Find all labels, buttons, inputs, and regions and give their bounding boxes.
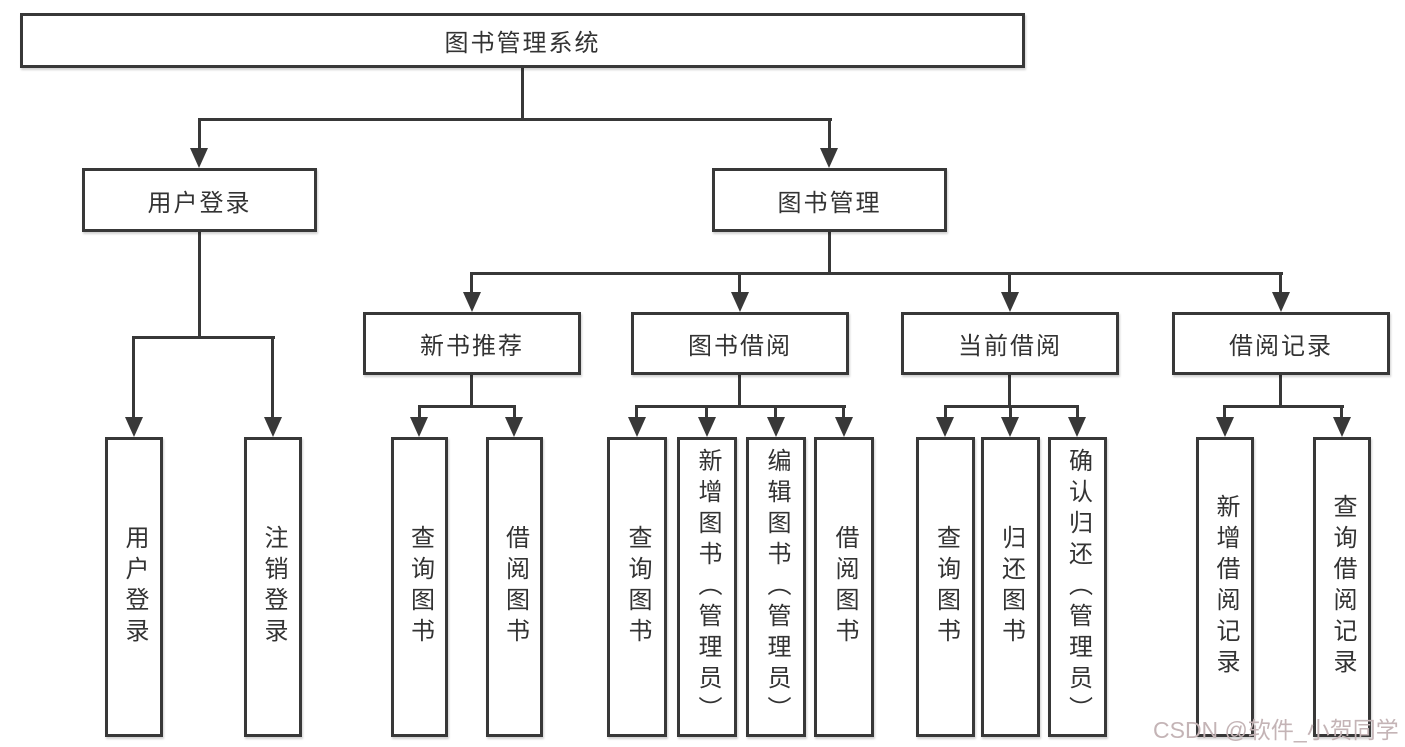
node-label: 归还图书	[997, 525, 1025, 649]
arrow-down-icon	[463, 292, 481, 312]
node-label: 查询图书	[406, 525, 434, 649]
connector-line	[738, 272, 741, 295]
arrow-down-icon	[1272, 292, 1290, 312]
arrow-down-icon	[628, 417, 646, 437]
connector-line	[828, 232, 831, 272]
connector-line	[1076, 405, 1079, 419]
node-label: 编辑图书（管理员）	[763, 447, 790, 727]
node-label: 查询图书	[932, 525, 960, 649]
arrow-down-icon	[1001, 292, 1019, 312]
node-label: 查询借阅记录	[1329, 494, 1356, 680]
connector-line	[198, 118, 832, 121]
connector-line	[132, 336, 135, 420]
connector-line	[1223, 405, 1226, 419]
node-query-books-borrow: 查询图书	[607, 437, 667, 737]
node-label: 图书借阅	[688, 333, 792, 360]
arrow-down-icon	[767, 417, 785, 437]
node-label: 确认归还（管理员）	[1064, 447, 1092, 727]
node-label: 注销登录	[260, 525, 287, 649]
connector-line	[828, 118, 831, 151]
connector-line	[738, 375, 741, 405]
node-user-login: 用户登录	[82, 168, 317, 232]
connector-line	[470, 375, 473, 405]
node-label: 借阅图书	[831, 525, 858, 649]
node-label: 借阅记录	[1229, 333, 1333, 360]
arrow-down-icon	[1216, 417, 1234, 437]
connector-line	[418, 405, 516, 408]
connector-line	[1008, 375, 1011, 405]
node-confirm-return-admin: 确认归还（管理员）	[1048, 437, 1107, 737]
connector-line	[132, 336, 275, 339]
node-label: 新书推荐	[420, 333, 524, 360]
node-borrow-records: 借阅记录	[1172, 312, 1390, 375]
connector-line	[1223, 405, 1344, 408]
connector-line	[1340, 405, 1343, 419]
node-login: 用户登录	[105, 437, 163, 737]
connector-line	[1009, 405, 1012, 419]
connector-line	[521, 68, 524, 118]
arrow-down-icon	[731, 292, 749, 312]
arrow-down-icon	[264, 417, 282, 437]
node-borrow-books-recommend: 借阅图书	[486, 437, 543, 737]
connector-line	[418, 405, 421, 419]
connector-line	[1279, 272, 1282, 295]
node-book-borrow: 图书借阅	[631, 312, 849, 375]
connector-line	[198, 118, 201, 151]
node-query-borrow-record: 查询借阅记录	[1313, 437, 1371, 737]
node-query-books-recommend: 查询图书	[391, 437, 448, 737]
arrow-down-icon	[1001, 417, 1019, 437]
arrow-down-icon	[125, 417, 143, 437]
node-label: 用户登录	[121, 525, 148, 649]
arrow-down-icon	[936, 417, 954, 437]
arrow-down-icon	[190, 148, 208, 168]
connector-line	[635, 405, 638, 419]
csdn-watermark: CSDN @软件_小贺同学	[1153, 717, 1399, 743]
node-add-borrow-record: 新增借阅记录	[1196, 437, 1254, 737]
node-label: 新增借阅记录	[1212, 494, 1239, 680]
arrow-down-icon	[1333, 417, 1351, 437]
node-current-borrow: 当前借阅	[901, 312, 1119, 375]
node-borrow-books: 借阅图书	[814, 437, 874, 737]
node-label: 用户登录	[147, 189, 252, 217]
arrow-down-icon	[835, 417, 853, 437]
node-root: 图书管理系统	[20, 13, 1025, 68]
connector-line	[470, 272, 1283, 275]
connector-line	[944, 405, 947, 419]
node-label: 当前借阅	[958, 333, 1062, 360]
arrow-down-icon	[1068, 417, 1086, 437]
arrow-down-icon	[410, 417, 428, 437]
connector-line	[513, 405, 516, 419]
connector-line	[470, 272, 473, 295]
connector-line	[1008, 272, 1011, 295]
node-logout: 注销登录	[244, 437, 302, 737]
node-add-books-admin: 新增图书（管理员）	[677, 437, 737, 737]
connector-line	[198, 232, 201, 336]
node-return-books: 归还图书	[981, 437, 1040, 737]
connector-line	[774, 405, 777, 419]
node-label: 借阅图书	[501, 525, 529, 649]
node-label: 新增图书（管理员）	[694, 447, 721, 727]
arrow-down-icon	[698, 417, 716, 437]
node-root-label: 图书管理系统	[444, 30, 601, 57]
arrow-down-icon	[820, 148, 838, 168]
connector-line	[271, 336, 274, 420]
connector-line	[1279, 375, 1282, 405]
node-new-book-recommend: 新书推荐	[363, 312, 581, 375]
node-edit-books-admin: 编辑图书（管理员）	[746, 437, 806, 737]
node-label: 查询图书	[624, 525, 651, 649]
node-query-books-current: 查询图书	[916, 437, 975, 737]
node-book-management: 图书管理	[712, 168, 947, 232]
connector-line	[705, 405, 708, 419]
connector-line	[635, 405, 846, 408]
connector-line	[842, 405, 845, 419]
node-label: 图书管理	[777, 189, 882, 217]
arrow-down-icon	[505, 417, 523, 437]
